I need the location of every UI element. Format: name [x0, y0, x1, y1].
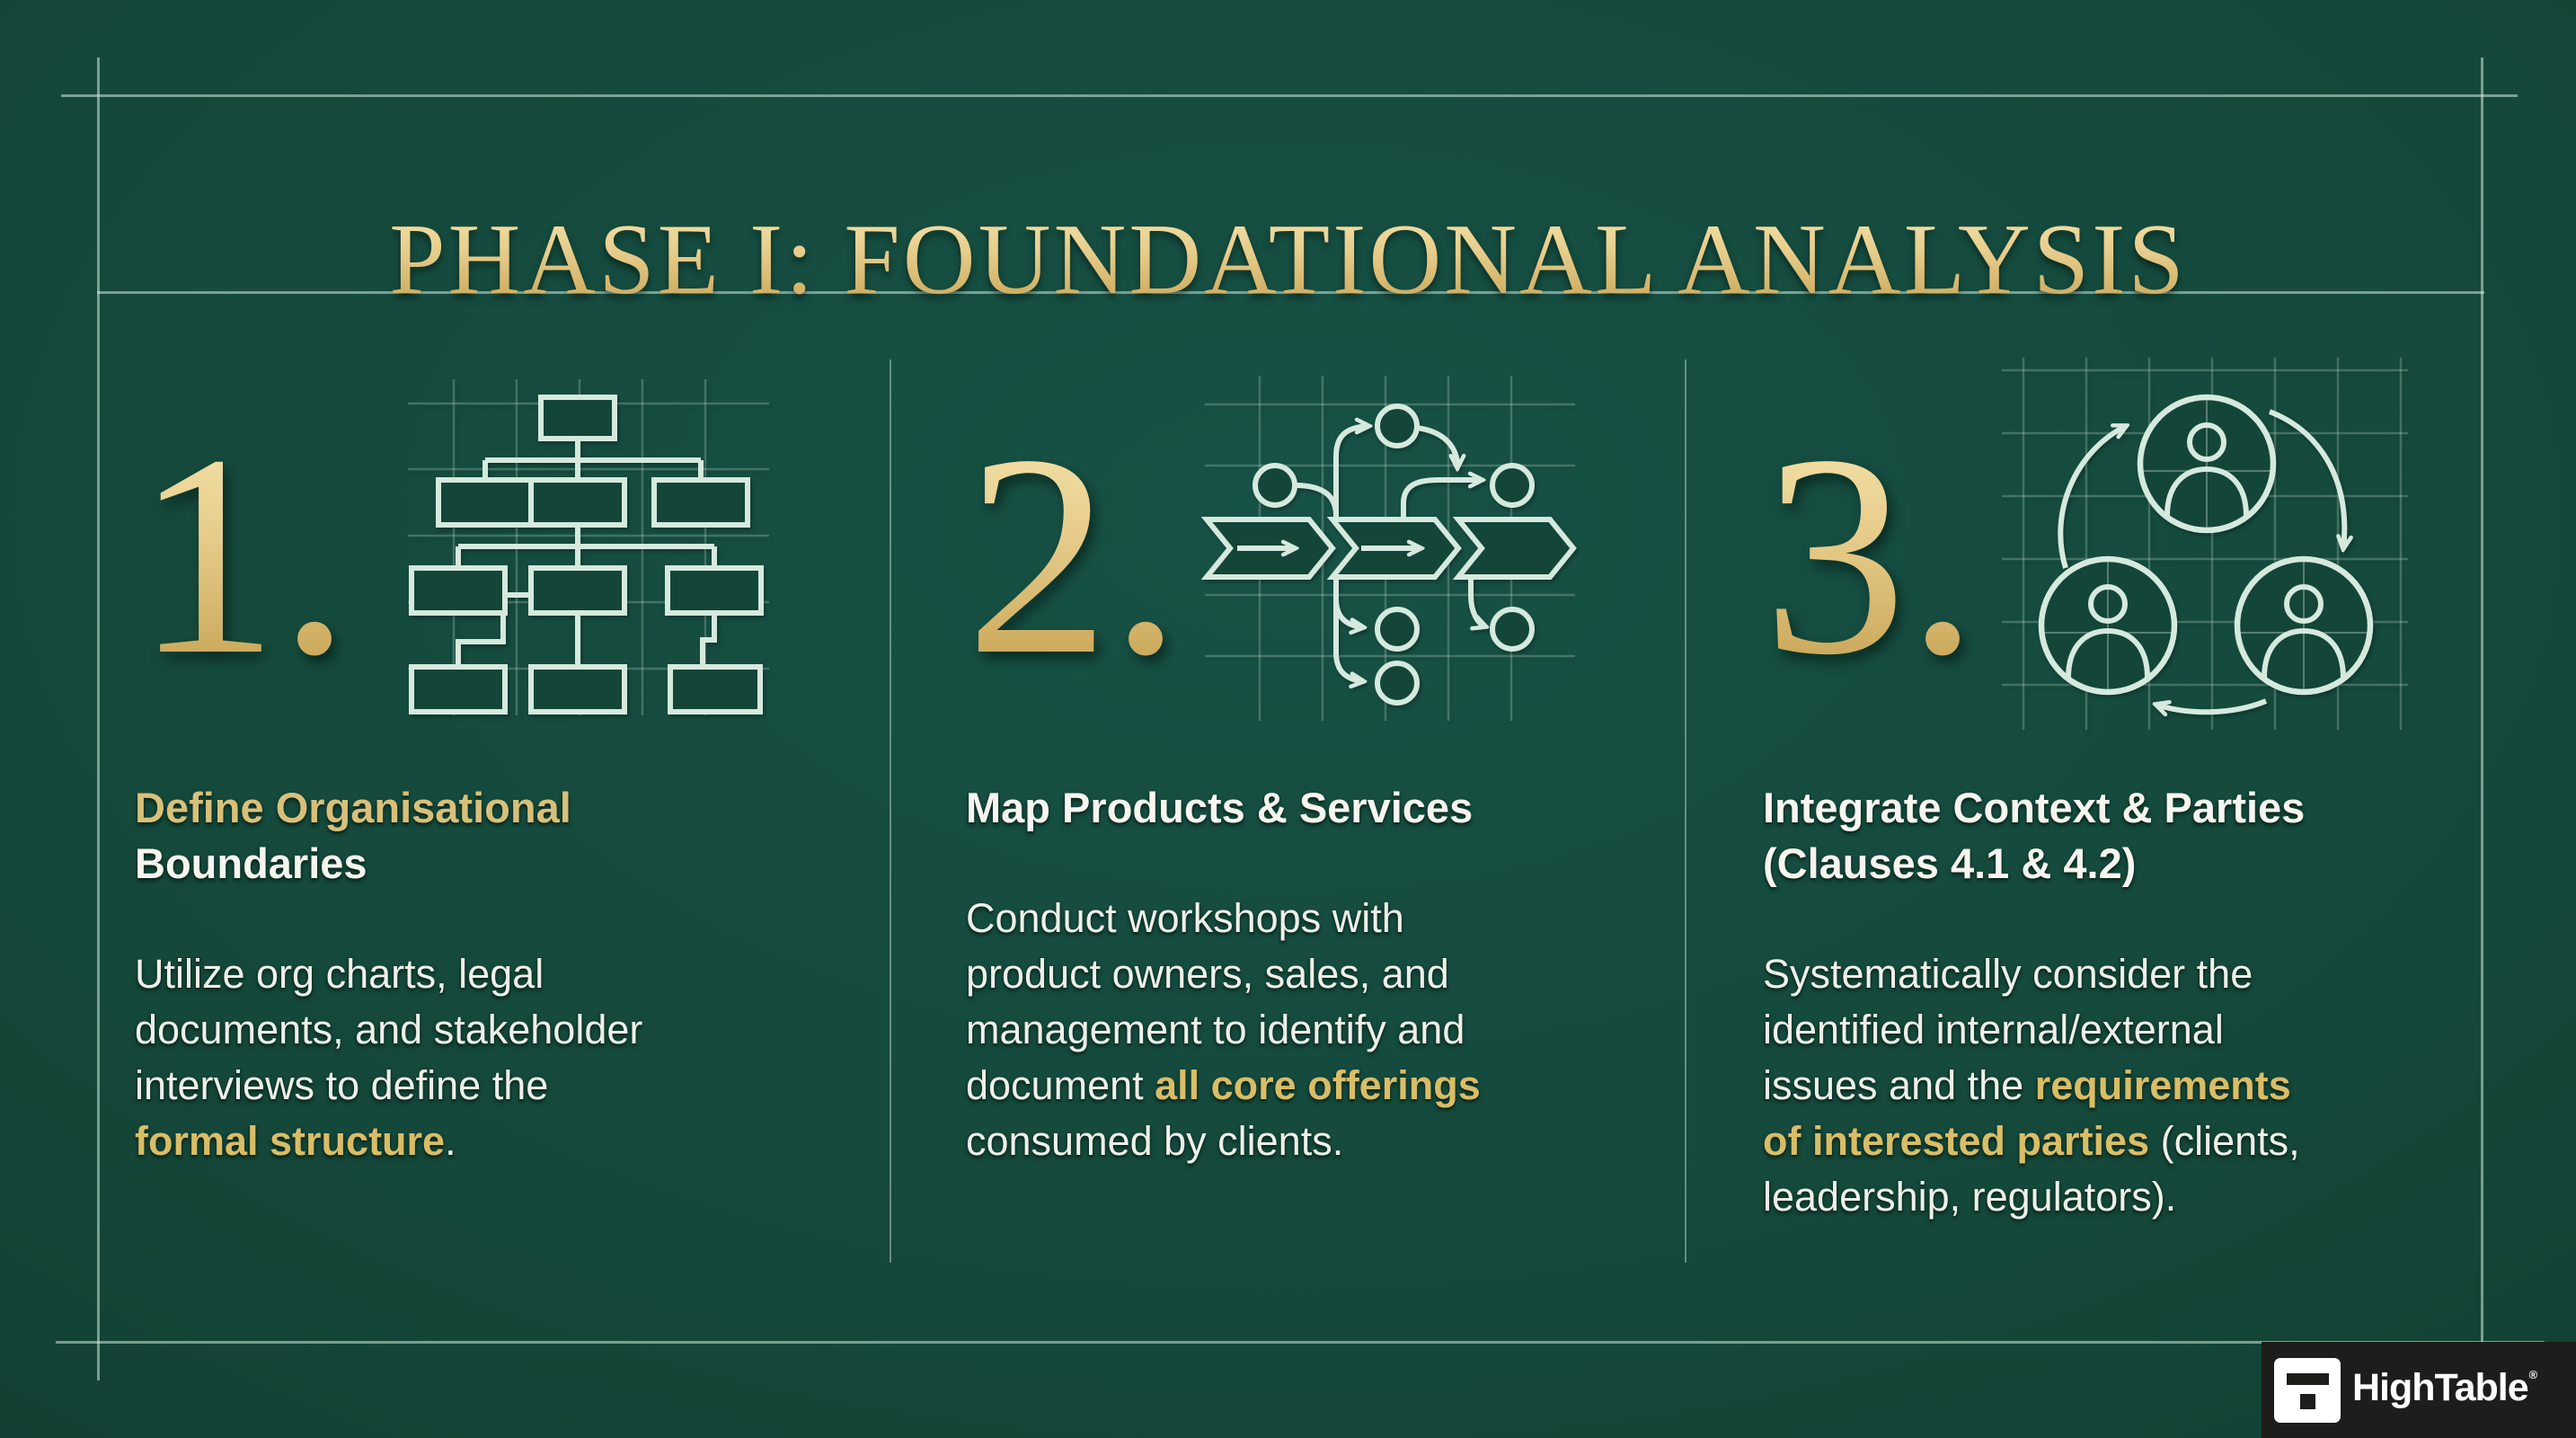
plain-text: identified internal/external: [1763, 1007, 2224, 1052]
phase-column-3: 3. Integrate Context & Parties(Cla: [1763, 358, 2482, 1225]
hightable-table-icon: [2274, 1357, 2341, 1423]
plain-text: Systematically consider the: [1763, 951, 2253, 997]
column-divider-1: [890, 360, 891, 1263]
step-description-line: issues and the requirements: [1763, 1058, 2482, 1114]
step-description-line: document all core offerings: [966, 1058, 1676, 1114]
step-description-line: documents, and stakeholder: [135, 1002, 890, 1058]
step-description-line: management to identify and: [966, 1002, 1676, 1058]
org-chart-blueprint-icon: [404, 372, 773, 727]
registered-trademark-icon: ®: [2528, 1368, 2538, 1381]
highlighted-phrase: formal structure: [135, 1118, 446, 1164]
frame-line-right: [2481, 58, 2483, 1345]
step-description: Conduct workshops with product owners, sa…: [966, 891, 1676, 1169]
plain-text: Conduct workshops with: [966, 895, 1404, 941]
plain-text: issues and the: [1763, 1062, 2035, 1108]
page-title: PHASE I: FOUNDATIONAL ANALYSIS: [0, 202, 2576, 318]
step-description-line: Conduct workshops with: [966, 891, 1676, 946]
step-description-line: interviews to define the: [135, 1058, 890, 1114]
plain-text: interviews to define the: [135, 1062, 549, 1108]
step-heading-line: Define Organisational: [135, 784, 571, 831]
step-heading: Integrate Context & Parties (Clauses 4.1 …: [1763, 780, 2482, 892]
column-divider-2: [1685, 360, 1686, 1263]
step-description-line: identified internal/external: [1763, 1002, 2482, 1058]
step-art: 1.: [135, 360, 890, 780]
hightable-logo: HighTable®: [2262, 1342, 2576, 1438]
plain-text: management to identify and: [966, 1007, 1465, 1052]
process-flow-blueprint-icon: [1200, 368, 1579, 732]
step-heading-line: Map Products & Services: [966, 784, 1474, 831]
step-number: 1.: [135, 396, 350, 715]
step-description-line: Utilize org charts, legal: [135, 946, 890, 1002]
plain-text: documents, and stakeholder: [135, 1007, 643, 1052]
highlighted-phrase: requirements: [2034, 1062, 2291, 1108]
step-description-line: Systematically consider the: [1763, 946, 2482, 1002]
people-cycle-blueprint-icon: [1998, 351, 2412, 741]
highlighted-phrase: all core offerings: [1155, 1062, 1481, 1108]
step-heading-line: Integrate Context & Parties: [1763, 784, 2306, 831]
step-description: Systematically consider the identified in…: [1763, 946, 2482, 1225]
plain-text: consumed by clients.: [966, 1118, 1344, 1164]
plain-text: product owners, sales, and: [966, 951, 1449, 997]
plain-text: leadership, regulators).: [1763, 1174, 2177, 1220]
plain-text: (clients,: [2149, 1118, 2300, 1164]
plain-text: .: [445, 1118, 456, 1164]
logo-wordmark: HighTable: [2352, 1366, 2529, 1409]
step-number: 2.: [966, 396, 1182, 715]
step-description: Utilize org charts, legal documents, and …: [135, 946, 890, 1169]
step-heading: Map Products & Services: [966, 780, 1676, 836]
plain-text: document: [966, 1062, 1155, 1108]
step-description-line: of interested parties (clients,: [1763, 1114, 2482, 1169]
table-top-shape: [2287, 1372, 2329, 1385]
step-description-line: product owners, sales, and: [966, 946, 1676, 1002]
table-leg-shape: [2300, 1393, 2315, 1409]
frame-line-top: [61, 94, 2518, 97]
step-number: 3.: [1763, 396, 1978, 715]
step-heading-line: Boundaries: [135, 839, 367, 887]
step-art: 3.: [1763, 358, 2482, 780]
step-description-line: consumed by clients.: [966, 1114, 1676, 1169]
frame-line-bottom: [56, 1341, 2545, 1344]
frame-line-below-title: [97, 291, 2484, 294]
plain-text: Utilize org charts, legal: [135, 951, 544, 997]
hightable-logo-text: HighTable®: [2352, 1366, 2538, 1410]
step-heading-line: (Clauses 4.1 & 4.2): [1763, 839, 2137, 887]
highlighted-phrase: of interested parties: [1763, 1118, 2150, 1164]
frame-line-left: [97, 58, 100, 1380]
step-art: 2.: [966, 360, 1676, 780]
step-description-line: leadership, regulators).: [1763, 1169, 2482, 1225]
step-description-line: formal structure.: [135, 1114, 890, 1169]
